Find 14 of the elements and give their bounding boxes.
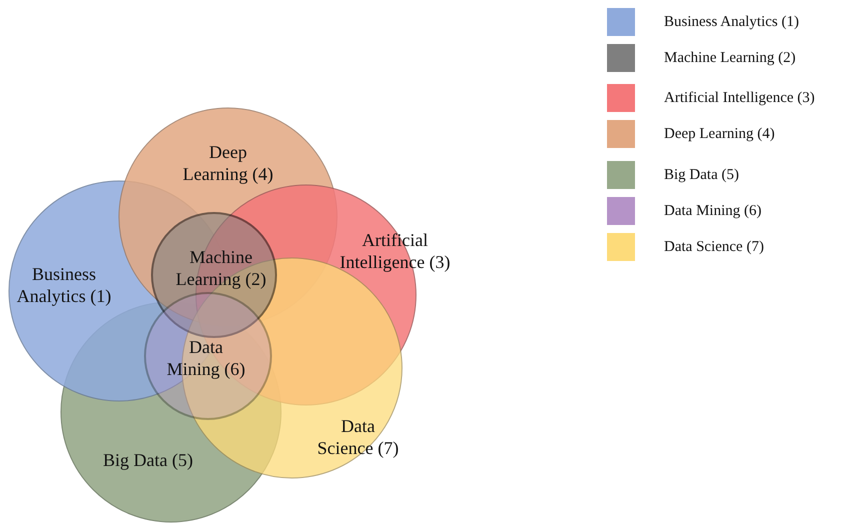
legend-label: Business Analytics (1) bbox=[664, 13, 799, 31]
legend-label: Deep Learning (4) bbox=[664, 125, 775, 143]
legend-label: Data Science (7) bbox=[664, 238, 764, 256]
circle-label: Deep Learning (4) bbox=[182, 141, 274, 185]
circle-label: Artificial Intelligence (3) bbox=[338, 229, 452, 273]
legend-label: Data Mining (6) bbox=[664, 202, 762, 220]
legend-label: Artificial Intelligence (3) bbox=[664, 89, 815, 107]
circle-label: Business Analytics (1) bbox=[16, 263, 112, 307]
circle-label: Data Science (7) bbox=[316, 415, 400, 459]
circle-label: Machine Learning (2) bbox=[174, 246, 268, 290]
circle-label: Big Data (5) bbox=[102, 449, 194, 471]
legend-label: Machine Learning (2) bbox=[664, 49, 796, 67]
circle-label: Data Mining (6) bbox=[166, 336, 246, 380]
legend-label: Big Data (5) bbox=[664, 166, 739, 184]
